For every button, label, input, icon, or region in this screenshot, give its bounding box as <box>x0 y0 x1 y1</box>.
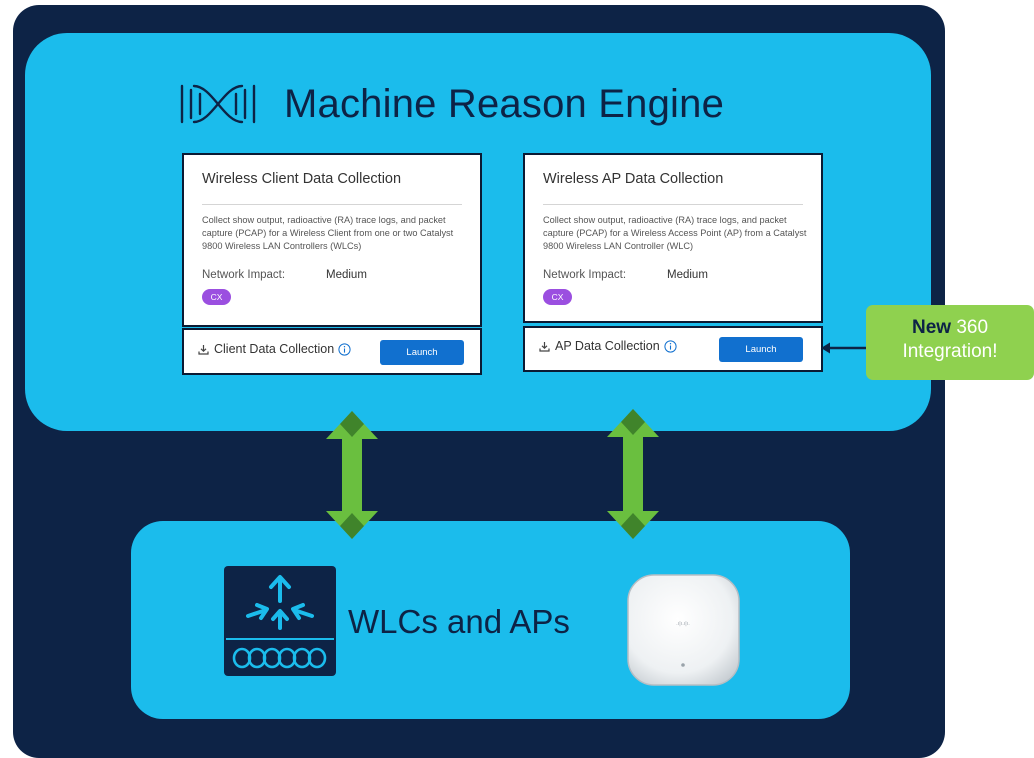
card-description: Collect show output, radioactive (RA) tr… <box>202 215 454 251</box>
info-icon[interactable] <box>338 342 351 356</box>
access-point-device: .ı|ı.ı|ı. <box>627 574 740 686</box>
page-title: Machine Reason Engine <box>284 81 725 126</box>
mre-logo-icon <box>180 84 256 124</box>
launch-button[interactable]: Launch <box>719 337 803 362</box>
network-impact-value: Medium <box>326 269 367 281</box>
card-heading: Wireless AP Data Collection <box>543 171 724 187</box>
network-impact-label: Network Impact: <box>202 269 286 281</box>
card-divider <box>543 204 803 205</box>
card-heading: Wireless Client Data Collection <box>202 171 402 187</box>
cx-badge: CX <box>202 289 231 305</box>
card-description: Collect show output, radioactive (RA) tr… <box>543 215 807 251</box>
client-data-collection-bar: Client Data Collection Launch <box>182 328 482 375</box>
download-icon <box>198 344 209 355</box>
ap-data-collection-label: AP Data Collection <box>555 339 660 353</box>
action-label: AP Data Collection <box>539 339 682 353</box>
callout-line-1: New 360 <box>866 317 1034 339</box>
callout-arrow-icon <box>821 342 868 354</box>
ap-data-collection-card: Wireless AP Data Collection Collect show… <box>523 153 823 323</box>
bidirectional-arrow-icon <box>326 411 378 539</box>
wlc-icon <box>224 566 336 676</box>
launch-button[interactable]: Launch <box>380 340 464 365</box>
title-row: Machine Reason Engine <box>178 76 724 132</box>
network-impact-label: Network Impact: <box>543 269 627 281</box>
devices-label: WLCs and APs <box>348 603 570 640</box>
client-data-collection-card: Wireless Client Data Collection Collect … <box>182 153 482 327</box>
client-data-collection-label: Client Data Collection <box>214 342 335 356</box>
download-icon <box>539 341 550 352</box>
new-integration-callout: New 360 Integration! <box>866 305 1034 380</box>
callout-emphasis: New <box>911 317 952 338</box>
ap-data-collection-bar: AP Data Collection Launch <box>523 326 823 372</box>
svg-text:.ı|ı.ı|ı.: .ı|ı.ı|ı. <box>676 621 690 627</box>
card-divider <box>202 204 462 205</box>
info-icon[interactable] <box>664 339 677 353</box>
callout-line-1-rest: 360 <box>956 317 989 338</box>
cx-badge: CX <box>543 289 572 305</box>
network-impact-value: Medium <box>667 269 708 281</box>
callout-line-2: Integration! <box>902 341 998 362</box>
bidirectional-arrow-icon <box>607 409 659 539</box>
action-label: Client Data Collection <box>198 342 356 356</box>
